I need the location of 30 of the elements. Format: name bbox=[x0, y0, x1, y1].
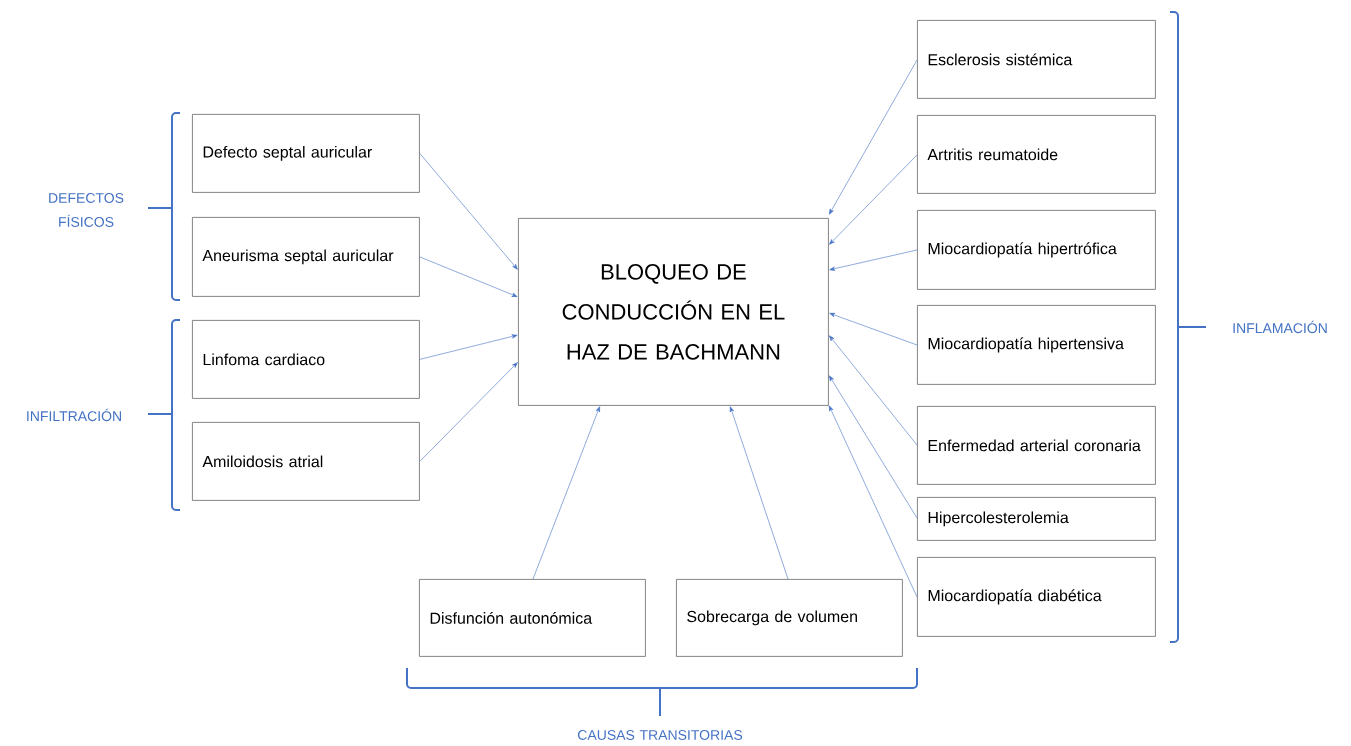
arrow bbox=[829, 335, 918, 446]
group-label: DEFECTOS FÍSICOS bbox=[49, 193, 124, 227]
cause-box: Miocardiopatía diabética bbox=[917, 557, 1156, 637]
cause-box: Amiloidosis atrial bbox=[192, 422, 420, 501]
arrow bbox=[829, 375, 918, 519]
arrow bbox=[729, 406, 789, 580]
cause-box: Enfermedad arterial coronaria bbox=[917, 406, 1156, 485]
arrow bbox=[419, 256, 518, 297]
cause-box: Aneurisma septal auricular bbox=[192, 217, 420, 297]
cause-box: Disfunción autonómica bbox=[419, 579, 646, 657]
arrow bbox=[829, 313, 918, 346]
arrow bbox=[419, 334, 518, 360]
arrow bbox=[419, 362, 518, 462]
arrow bbox=[419, 153, 518, 270]
cause-box: Sobrecarga de volumen bbox=[676, 579, 903, 657]
arrow bbox=[532, 406, 600, 580]
group-label: CAUSAS TRANSITORIAS bbox=[578, 730, 743, 740]
cause-box: Miocardiopatía hipertrófica bbox=[917, 210, 1156, 290]
cause-box: Defecto septal auricular bbox=[192, 114, 420, 193]
cause-box: Artritis reumatoide bbox=[917, 115, 1156, 194]
cause-box: Esclerosis sistémica bbox=[917, 20, 1156, 99]
cause-box: Linfoma cardiaco bbox=[192, 320, 420, 399]
group-label: INFLAMACIÓN bbox=[1233, 320, 1327, 334]
cause-box: Hipercolesterolemia bbox=[917, 497, 1156, 541]
arrow bbox=[829, 154, 918, 245]
group-label: INFILTRACIÓN bbox=[27, 408, 121, 422]
main-box: BLOQUEO DE CONDUCCIÓN EN EL HAZ DE BACHMANN bbox=[518, 218, 829, 406]
cause-box: Miocardiopatía hipertensiva bbox=[917, 305, 1156, 385]
arrow bbox=[828, 59, 918, 215]
arrow bbox=[829, 249, 918, 271]
